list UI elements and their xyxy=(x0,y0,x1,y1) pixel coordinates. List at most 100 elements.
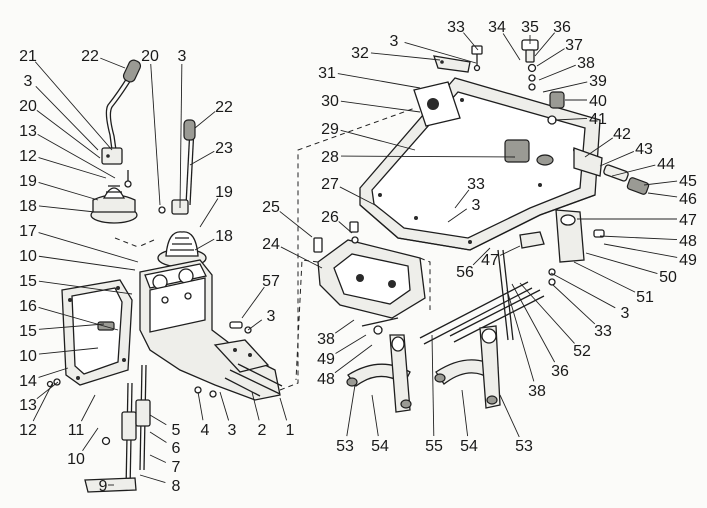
callout-number: 37 xyxy=(565,37,583,54)
callout-c57: 57 xyxy=(241,273,280,319)
left-small-hardware xyxy=(46,170,252,398)
callout-c29: 29 xyxy=(321,121,416,151)
callout-c23: 23 xyxy=(189,140,233,166)
leader-line xyxy=(337,73,421,89)
leader-line xyxy=(149,414,167,426)
callout-number: 2 xyxy=(258,422,267,439)
callout-c16: 16 xyxy=(19,298,119,331)
callout-number: 3 xyxy=(390,33,399,50)
callout-c11: 11 xyxy=(68,394,96,439)
leader-line xyxy=(542,81,588,93)
leader-line xyxy=(585,252,658,275)
leader-line xyxy=(499,394,520,438)
leader-line xyxy=(149,454,167,463)
callout-number: 13 xyxy=(19,123,37,140)
callout-number: 3 xyxy=(228,422,237,439)
callout-c2: 2 xyxy=(251,391,267,439)
callout-number: 3 xyxy=(267,308,276,325)
callout-c47b: 47 xyxy=(481,245,521,269)
callout-number: 15 xyxy=(19,273,37,290)
leader-line xyxy=(454,189,470,209)
callout-number: 50 xyxy=(659,269,677,286)
leader-line xyxy=(82,427,99,451)
leader-line xyxy=(431,334,435,437)
callout-number: 33 xyxy=(447,19,465,36)
callout-c13b: 13 xyxy=(19,123,116,179)
leader-line xyxy=(550,272,616,309)
callout-c33b: 33 xyxy=(447,19,479,51)
leader-line xyxy=(340,155,516,158)
callout-c47a: 47 xyxy=(577,212,697,229)
callout-number: 42 xyxy=(613,126,631,143)
callout-number: 53 xyxy=(515,438,533,455)
callout-number: 20 xyxy=(19,98,37,115)
leader-line xyxy=(647,192,678,198)
callout-number: 5 xyxy=(172,422,181,439)
callout-number: 38 xyxy=(528,383,546,400)
leader-line xyxy=(340,129,416,151)
callout-number: 33 xyxy=(594,323,612,340)
callout-number: 27 xyxy=(321,176,339,193)
callout-number: 13 xyxy=(19,397,37,414)
callout-c9: 9 xyxy=(99,478,114,495)
callout-c38b: 38 xyxy=(506,289,546,400)
callout-c27: 27 xyxy=(321,176,376,206)
leader-line xyxy=(461,389,469,437)
callout-number: 38 xyxy=(317,331,335,348)
leader-line xyxy=(38,157,107,179)
leader-line xyxy=(538,64,576,81)
callout-number: 55 xyxy=(425,438,443,455)
leader-line xyxy=(80,394,96,422)
leader-line xyxy=(194,238,215,251)
leader-line xyxy=(552,284,596,325)
callout-c20b: 20 xyxy=(141,48,161,206)
shift-lever-long xyxy=(101,59,142,165)
leader-line xyxy=(149,431,167,443)
callout-c18b: 18 xyxy=(194,228,233,251)
leader-line xyxy=(32,383,53,422)
callout-c17: 17 xyxy=(19,223,139,263)
callout-c10c: 10 xyxy=(19,248,136,271)
top-cover xyxy=(359,77,603,251)
callout-number: 8 xyxy=(172,478,181,495)
callout-c41: 41 xyxy=(554,111,607,128)
leader-line xyxy=(447,208,468,223)
callout-number: 23 xyxy=(215,140,233,157)
leader-line xyxy=(199,198,219,228)
callout-number: 7 xyxy=(172,459,181,476)
callout-c56: 56 xyxy=(456,247,491,281)
callout-c18a: 18 xyxy=(19,198,96,215)
callout-number: 14 xyxy=(19,373,37,390)
callout-c25: 25 xyxy=(262,199,313,238)
leader-line xyxy=(611,164,656,177)
callout-number: 31 xyxy=(318,65,336,82)
callout-c12a: 12 xyxy=(19,383,53,439)
leader-line xyxy=(599,150,634,167)
callout-number: 40 xyxy=(589,93,607,110)
callout-number: 52 xyxy=(573,343,591,360)
callout-c44: 44 xyxy=(611,156,675,177)
callout-number: 44 xyxy=(657,156,675,173)
callout-c36a: 36 xyxy=(511,283,569,380)
callout-number: 10 xyxy=(19,348,37,365)
callout-c19a: 19 xyxy=(19,173,99,201)
leader-line xyxy=(603,243,678,258)
leader-line xyxy=(534,32,555,57)
side-cover-plate xyxy=(61,279,133,386)
leader-line xyxy=(34,61,113,151)
callout-number: 17 xyxy=(19,223,37,240)
leader-line xyxy=(36,381,59,400)
callout-number: 12 xyxy=(19,148,37,165)
gearbox-housing xyxy=(139,259,283,401)
leader-line xyxy=(194,111,216,129)
callout-number: 43 xyxy=(635,141,653,158)
callout-c34: 34 xyxy=(488,19,521,61)
callout-c15a: 15 xyxy=(19,323,105,340)
callout-number: 18 xyxy=(19,198,37,215)
callout-c45: 45 xyxy=(643,173,697,190)
leader-line xyxy=(334,344,373,374)
callout-c49a: 49 xyxy=(317,334,367,368)
leader-line xyxy=(370,52,441,61)
callout-number: 32 xyxy=(351,45,369,62)
